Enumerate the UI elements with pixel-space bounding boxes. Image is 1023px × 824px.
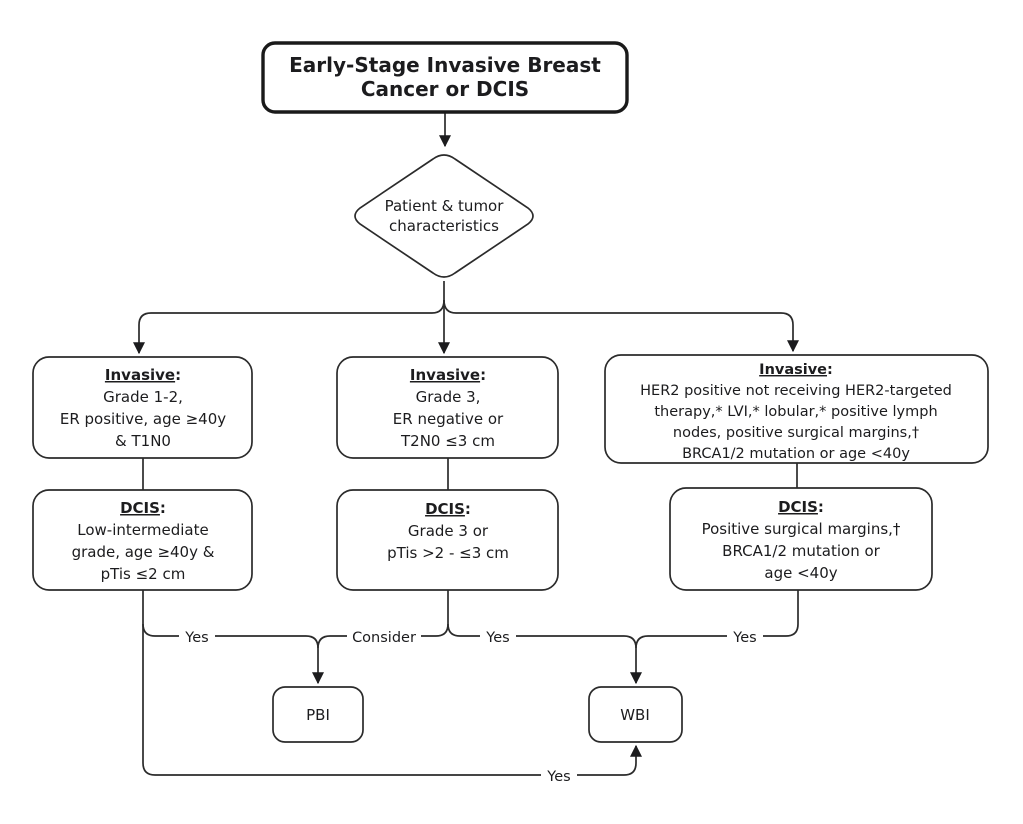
mid-invasive-line: T2N0 ≤3 cm: [400, 432, 495, 450]
left-invasive-line: ER positive, age ≥40y: [60, 410, 226, 428]
right-dcis-line: Positive surgical margins,†: [702, 520, 901, 538]
edge-label-mid-yes: Yes: [485, 630, 509, 646]
mid-invasive-node: [336, 356, 559, 459]
edge-left-dcis-to-wbi-bottom: [142, 590, 642, 776]
right-invasive-line: HER2 positive not receiving HER2-targete…: [640, 383, 952, 399]
edge-decision-to-right-invasive: [443, 299, 799, 353]
label-bg: [179, 628, 215, 645]
left-dcis-line: grade, age ≥40y &: [72, 543, 215, 561]
label-bg: [347, 628, 421, 645]
edge-label-bottom-yes: Yes: [546, 769, 570, 785]
left-dcis-line: pTis ≤2 cm: [101, 565, 186, 583]
right-invasive-line: nodes, positive surgical margins,†: [673, 425, 919, 441]
edge-left-dcis-to-pbi: [142, 623, 324, 685]
right-dcis-heading: DCIS:: [778, 498, 824, 516]
left-dcis-line: Low-intermediate: [77, 521, 208, 539]
right-invasive-line: BRCA1/2 mutation or age <40y: [682, 446, 910, 462]
edge-label-consider: Consider: [352, 630, 416, 646]
right-invasive-node: [604, 354, 989, 464]
left-dcis-heading: DCIS:: [120, 499, 166, 517]
right-dcis-line: BRCA1/2 mutation or: [722, 542, 880, 560]
left-dcis-node: [32, 489, 253, 591]
title-line-1: Early-Stage Invasive Breast: [289, 53, 601, 77]
decision-line-1: Patient & tumor: [385, 197, 505, 215]
right-dcis-node: [669, 487, 933, 591]
left-invasive-line: & T1N0: [115, 432, 171, 450]
left-invasive-node: [32, 356, 253, 459]
edge-decision-to-left-invasive: [133, 299, 445, 355]
label-bg: [541, 767, 577, 784]
right-invasive-line: therapy,* LVI,* lobular,* positive lymph: [654, 404, 937, 420]
title-node-box: [261, 41, 629, 114]
wbi-node: [588, 686, 683, 743]
mid-invasive-line: ER negative or: [393, 410, 504, 428]
pbi-label: PBI: [306, 706, 330, 724]
wbi-label: WBI: [620, 706, 650, 724]
edge-mid-dcis-to-wbi: [447, 623, 642, 685]
mid-dcis-node: [336, 489, 559, 591]
mid-invasive-line: Grade 3,: [416, 388, 481, 406]
decision-line-2: characteristics: [389, 217, 499, 235]
edge-label-left-yes: Yes: [184, 630, 208, 646]
mid-dcis-line: Grade 3 or: [408, 522, 489, 540]
pbi-node: [272, 686, 364, 743]
left-invasive-line: Grade 1-2,: [103, 388, 183, 406]
mid-dcis-line: pTis >2 - ≤3 cm: [387, 544, 509, 562]
right-invasive-heading: Invasive:: [759, 362, 833, 378]
label-bg: [480, 628, 516, 645]
right-dcis-line: age <40y: [764, 564, 837, 582]
edge-right-dcis-to-wbi: [635, 623, 799, 649]
title-line-2: Cancer or DCIS: [361, 77, 529, 101]
label-bg: [727, 628, 763, 645]
edge-label-right-yes: Yes: [732, 630, 756, 646]
mid-invasive-heading: Invasive:: [410, 366, 486, 384]
decision-diamond: [354, 154, 534, 278]
left-invasive-heading: Invasive:: [105, 366, 181, 384]
mid-dcis-heading: DCIS:: [425, 500, 471, 518]
